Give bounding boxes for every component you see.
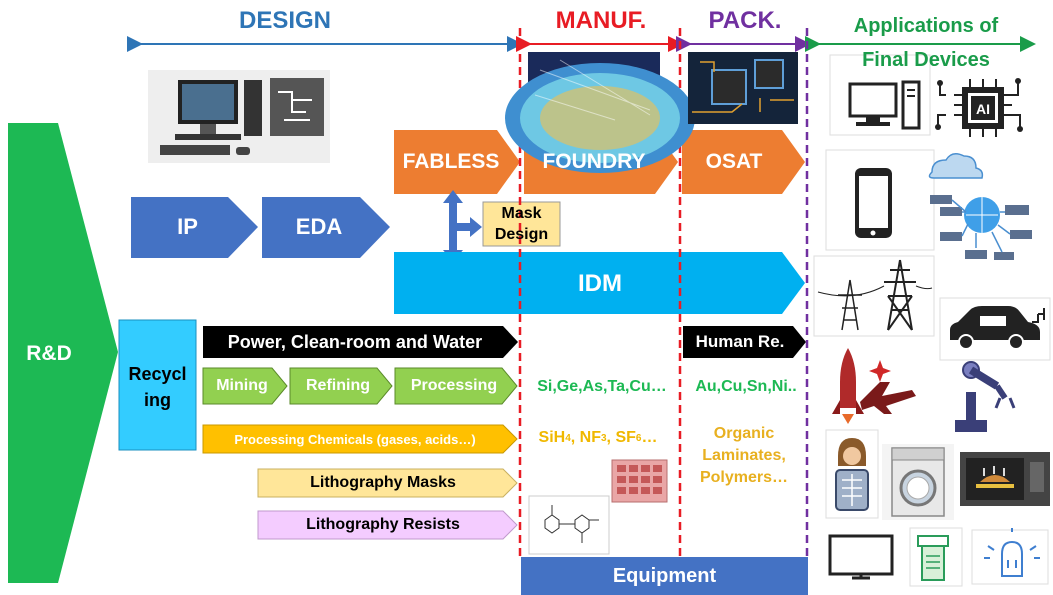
workstation-illustration bbox=[148, 70, 330, 163]
rnd-arrow-shape bbox=[8, 123, 118, 583]
lithography-resists-label: Lithography Resists bbox=[306, 516, 460, 533]
recycling-label-line2: ing bbox=[144, 389, 171, 410]
manuf-header: MANUF. bbox=[555, 7, 647, 34]
mining-label: Mining bbox=[216, 377, 268, 394]
recycling-label-line1: Recycl bbox=[128, 363, 187, 384]
resists-arrow-shape bbox=[257, 510, 518, 540]
power-tower-icon bbox=[813, 255, 935, 337]
human-resources-label: Human Re. bbox=[695, 332, 785, 351]
refining-chevron-shape bbox=[289, 367, 393, 405]
washing-machine-icon bbox=[882, 444, 954, 520]
svg-text:AI: AI bbox=[976, 101, 990, 117]
power-label: Power, Clean-room and Water bbox=[227, 331, 483, 352]
eda-chevron-shape bbox=[262, 197, 390, 258]
processing-label: Processing bbox=[410, 377, 498, 394]
mask-design-box bbox=[482, 201, 561, 247]
ip-label: IP bbox=[177, 214, 198, 239]
cloud-network-icon bbox=[928, 153, 1032, 260]
electric-car-icon bbox=[939, 297, 1051, 361]
fabless-label: FABLESS bbox=[402, 150, 500, 173]
mask-design-label-line2: Design bbox=[494, 225, 549, 243]
chemical-structure-illustration bbox=[528, 495, 610, 555]
smartphone-icon bbox=[855, 168, 892, 238]
mining-chevron-shape bbox=[202, 367, 288, 405]
robotic-arm-icon bbox=[955, 361, 1016, 432]
rocket-jet-icon bbox=[832, 348, 916, 424]
refining-label: Refining bbox=[306, 377, 370, 394]
lithography-masks-label: Lithography Masks bbox=[310, 474, 456, 491]
applications-header: Applications of bbox=[853, 14, 999, 37]
card-machine-icon bbox=[909, 527, 963, 587]
equipment-box bbox=[521, 557, 808, 595]
osat-chevron-shape bbox=[682, 130, 805, 194]
manuf-elements-label: Si,Ge,As,Ta,Cu… bbox=[537, 378, 667, 395]
chemicals-arrow-shape bbox=[202, 424, 518, 454]
microwave-icon bbox=[960, 452, 1050, 506]
final-devices-header: Final Devices bbox=[862, 48, 990, 71]
processing-chevron-shape bbox=[394, 367, 518, 405]
tv-icon bbox=[826, 530, 896, 582]
wafer-illustration bbox=[505, 52, 695, 173]
desktop-icon bbox=[848, 80, 921, 130]
foundry-label: FOUNDRY bbox=[542, 150, 646, 173]
rnd-label: R&D bbox=[26, 342, 72, 365]
ai-chip-icon: AI bbox=[935, 78, 1023, 137]
power-arrow-shape bbox=[203, 326, 518, 358]
photomask-illustration bbox=[611, 459, 668, 503]
idm-label: IDM bbox=[578, 270, 622, 297]
recycling-box bbox=[118, 319, 197, 451]
human-arrow-shape bbox=[683, 326, 806, 358]
pack-header: PACK. bbox=[708, 7, 782, 34]
design-header: DESIGN bbox=[238, 7, 331, 34]
osat-label: OSAT bbox=[705, 150, 763, 173]
mask-flow-arrow bbox=[443, 190, 482, 262]
idm-arrow-shape bbox=[394, 252, 805, 314]
fabless-chevron-shape bbox=[394, 130, 520, 194]
organic-label-line3: Polymers… bbox=[699, 469, 789, 486]
mask-design-label-line1: Mask bbox=[501, 204, 542, 222]
organic-label-line1: Organic bbox=[713, 425, 775, 442]
chemicals-label: Processing Chemicals (gases, acids…) bbox=[234, 431, 476, 447]
organic-label-line2: Laminates, bbox=[702, 447, 786, 464]
masks-arrow-shape bbox=[257, 468, 518, 498]
eda-label: EDA bbox=[295, 214, 343, 239]
ip-chevron-shape bbox=[131, 197, 258, 258]
package-illustration bbox=[688, 52, 798, 124]
xray-person-icon bbox=[825, 429, 879, 519]
led-bulb-icon bbox=[971, 528, 1049, 585]
equipment-label: Equipment bbox=[612, 564, 717, 587]
pack-elements-label: Au,Cu,Sn,Ni.. bbox=[695, 378, 797, 395]
